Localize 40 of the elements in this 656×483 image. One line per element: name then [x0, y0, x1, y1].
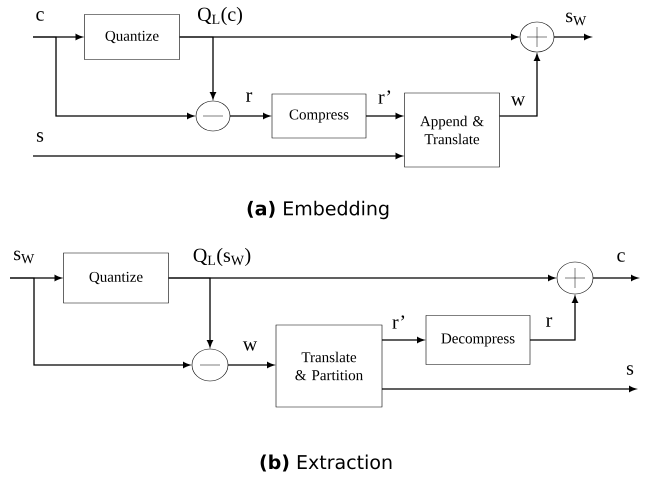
signal-label: r	[244, 91, 254, 103]
arrow	[530, 296, 578, 341]
signal-label: Q$_{L}$(c)	[196, 6, 244, 26]
signal-label: c	[34, 10, 46, 22]
arrow	[382, 386, 636, 392]
process-box: Quantize	[84, 14, 180, 60]
caption: (b) Extraction	[260, 454, 392, 472]
caption: (a) Embedding	[248, 200, 388, 220]
signal-label: r	[544, 316, 554, 328]
arrow	[500, 54, 540, 117]
signal-label: r’	[390, 314, 408, 330]
arrow	[366, 113, 403, 119]
summing-junction	[556, 262, 594, 294]
signal-label: s$_{W}$	[564, 12, 588, 26]
summing-junction	[192, 348, 228, 382]
arrow	[554, 34, 592, 40]
arrow	[382, 337, 424, 343]
arrow	[168, 277, 213, 348]
signal-label: r’	[376, 89, 394, 105]
arrow	[10, 277, 190, 368]
process-box: Append & Translate	[404, 92, 500, 168]
summing-junction	[196, 100, 230, 132]
process-box: Compress	[272, 94, 366, 138]
process-box: Translate & Partition	[276, 324, 382, 408]
process-box: Quantize	[63, 252, 169, 304]
signal-label: s	[35, 131, 45, 143]
signal-label: s	[625, 364, 635, 376]
summing-junction	[520, 22, 554, 52]
arrow	[230, 113, 270, 119]
arrow	[33, 36, 194, 119]
process-box: Decompress	[426, 315, 530, 365]
arrow	[228, 362, 274, 368]
signal-label: w	[242, 340, 258, 352]
signal-label: c	[616, 251, 626, 263]
signal-label: s$_{W}$	[12, 250, 36, 264]
signal-label: Q$_{L}$(s$_{W}$)	[192, 246, 252, 268]
arrow	[33, 153, 403, 159]
arrow	[593, 275, 638, 281]
arrow	[180, 36, 216, 100]
signal-label: w	[510, 95, 526, 107]
